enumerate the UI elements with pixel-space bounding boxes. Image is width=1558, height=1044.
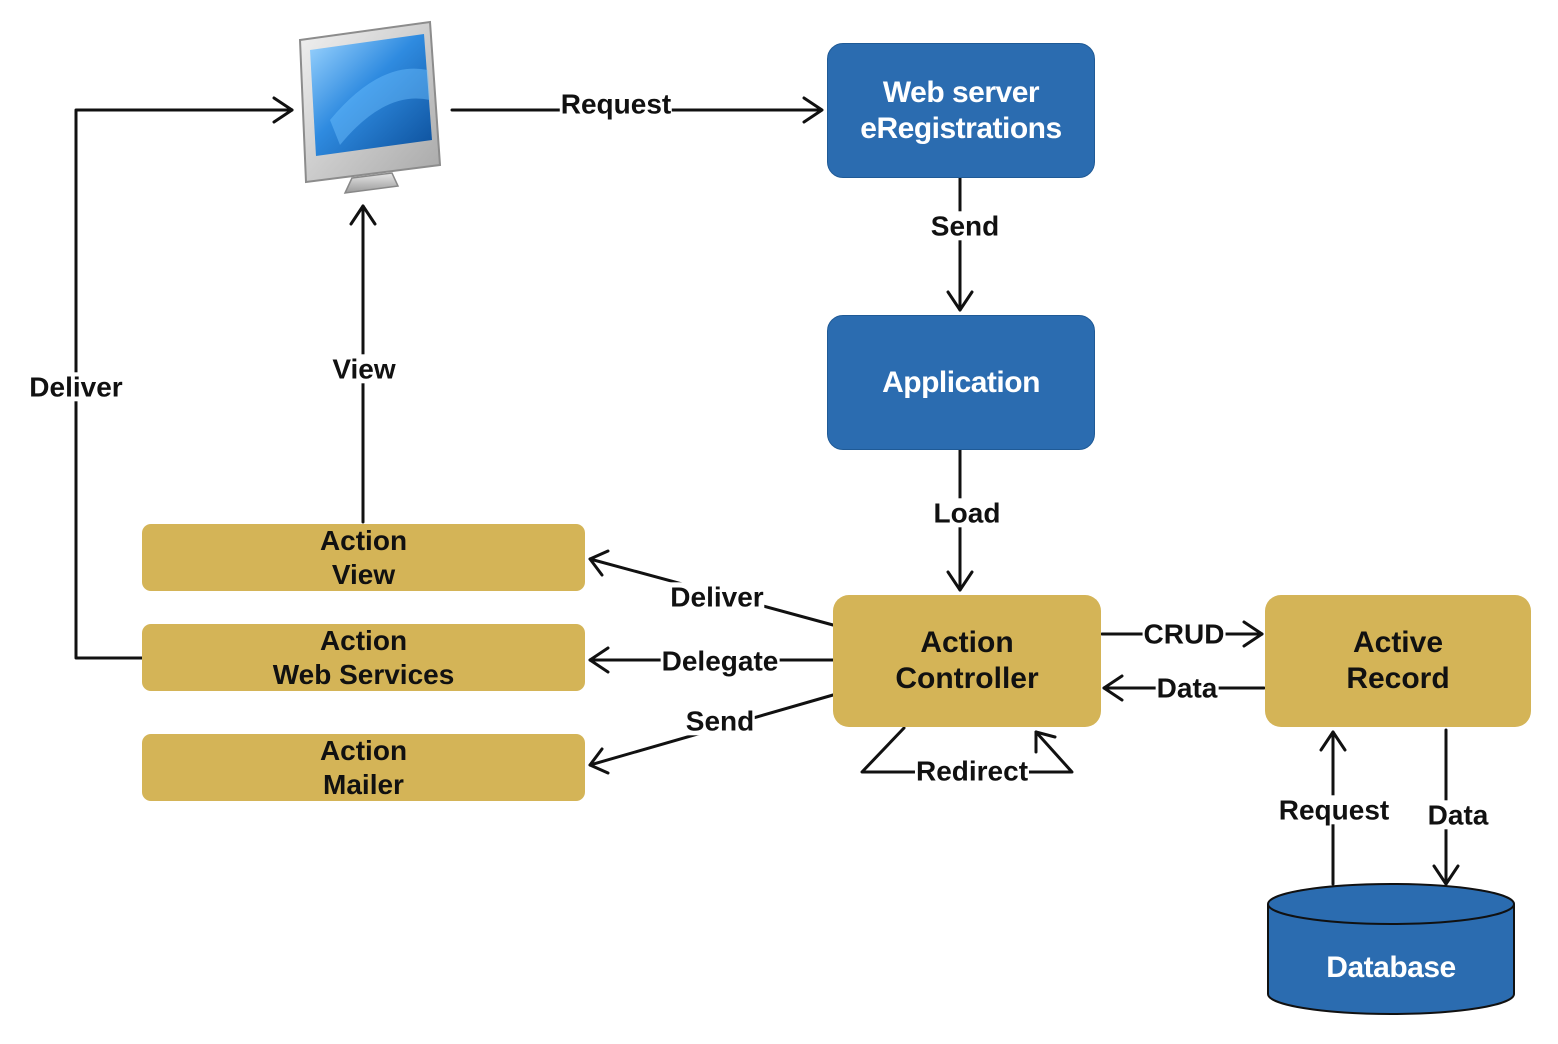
- arrowhead: [1034, 730, 1057, 754]
- node-action-controller: Action Controller: [833, 595, 1101, 727]
- edge-label-crud: CRUD: [1142, 618, 1226, 650]
- node-label: Web Services: [272, 658, 455, 690]
- arrowhead: [946, 570, 974, 592]
- arrowhead: [802, 96, 824, 124]
- edge-label-send: Send: [929, 210, 1001, 242]
- arrowhead: [1242, 620, 1264, 648]
- edge-label-send-mid: Send: [684, 705, 756, 737]
- node-label: Action: [319, 524, 408, 556]
- edge-label-view: View: [331, 353, 397, 385]
- arrowhead: [588, 549, 610, 577]
- arrowhead: [1432, 864, 1460, 886]
- node-action-mailer: Action Mailer: [142, 734, 585, 801]
- node-label: Controller: [895, 662, 1039, 695]
- node-label: Action: [319, 734, 408, 766]
- arrowhead: [349, 204, 377, 226]
- node-active-record: Active Record: [1265, 595, 1531, 727]
- node-application: Application: [827, 315, 1095, 450]
- database-cylinder: [1267, 883, 1515, 1015]
- arrowhead: [272, 96, 294, 124]
- arrowhead: [946, 290, 974, 312]
- node-label: Web server: [882, 75, 1040, 109]
- arrowhead: [588, 747, 610, 775]
- edge-label-data-db: Data: [1426, 799, 1490, 831]
- edge-label-data-back: Data: [1155, 672, 1219, 704]
- node-label: Action: [920, 626, 1014, 659]
- edge-label-deliver-left: Deliver: [28, 371, 124, 403]
- node-label: Application: [882, 365, 1040, 399]
- node-label: View: [331, 558, 396, 590]
- node-label: Action: [319, 624, 408, 656]
- node-label: Active: [1352, 626, 1444, 659]
- arrowhead: [1319, 730, 1347, 752]
- node-action-web-services: Action Web Services: [142, 624, 585, 691]
- edge-label-request-db: Request: [1277, 794, 1391, 826]
- arrowhead: [588, 646, 610, 674]
- node-label: Mailer: [323, 768, 404, 800]
- edge-label-deliver-mid: Deliver: [669, 581, 765, 613]
- edge-label-load: Load: [932, 497, 1002, 529]
- node-label: eRegistrations: [860, 111, 1062, 145]
- monitor-icon: [298, 20, 442, 194]
- edge-label-redirect: Redirect: [914, 755, 1030, 787]
- edge-label-delegate: Delegate: [660, 645, 780, 677]
- edge-label-request: Request: [559, 88, 673, 120]
- node-web-server: Web server eRegistrations: [827, 43, 1095, 178]
- node-action-view: Action View: [142, 524, 585, 591]
- node-label: Record: [1346, 662, 1450, 695]
- arrowhead: [1102, 674, 1124, 702]
- database-label: Database: [1326, 951, 1456, 984]
